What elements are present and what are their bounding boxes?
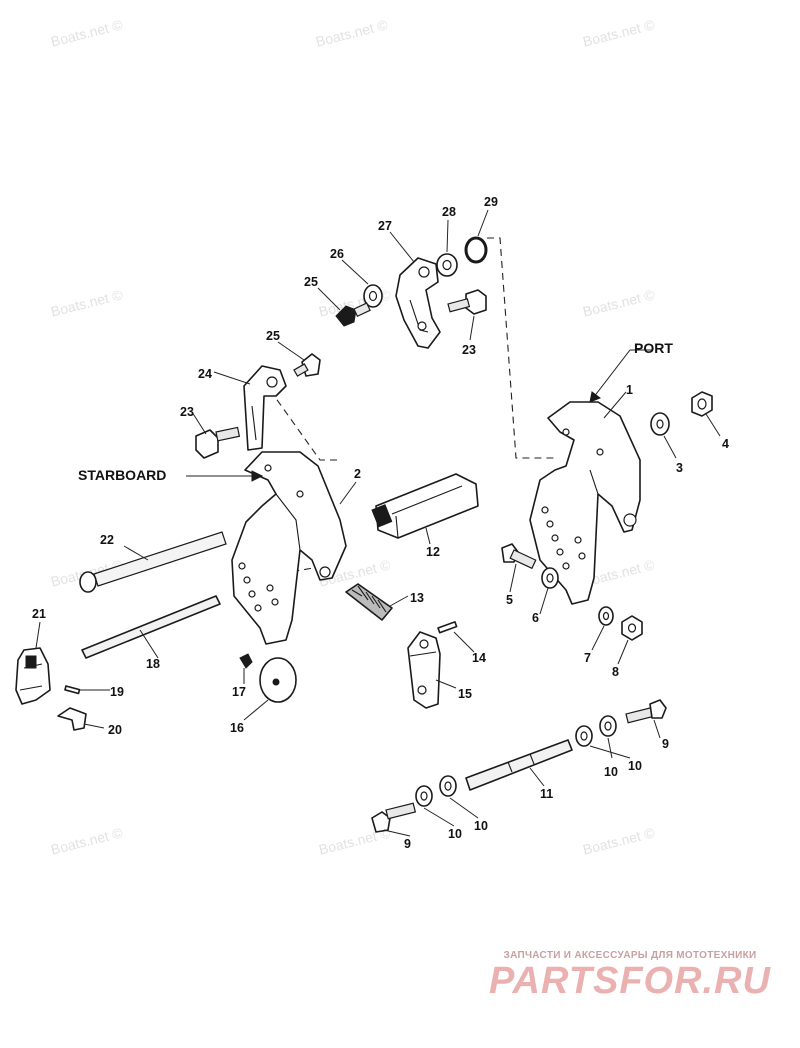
callout-20: 20 — [108, 723, 122, 737]
shoulder-bolt-23[interactable] — [447, 289, 487, 315]
pin-14[interactable] — [437, 621, 458, 634]
bolt-9[interactable] — [625, 699, 667, 724]
pin-19[interactable] — [64, 685, 81, 695]
shaft-18[interactable] — [81, 595, 221, 659]
callout-3: 3 — [676, 461, 683, 475]
spring-13[interactable] — [345, 583, 393, 621]
callout-12: 12 — [426, 545, 440, 559]
callout-22: 22 — [100, 533, 114, 547]
handle-bracket-21[interactable] — [15, 647, 51, 705]
screw-17[interactable] — [239, 653, 253, 669]
tilt-lever-15[interactable] — [407, 631, 441, 709]
clip-20[interactable] — [57, 707, 87, 731]
starboard-label: STARBOARD — [78, 467, 166, 483]
bolt-9[interactable] — [371, 802, 417, 833]
tilt-lock-plate-24[interactable] — [243, 365, 287, 451]
callout-9: 9 — [662, 737, 669, 751]
nut-8[interactable] — [621, 615, 643, 641]
shoulder-bolt-23[interactable] — [195, 426, 241, 459]
callout-11: 11 — [540, 787, 553, 801]
callout-16: 16 — [230, 721, 244, 735]
washer-28[interactable] — [436, 253, 458, 277]
callout-6: 6 — [532, 611, 539, 625]
nut-4[interactable] — [691, 391, 713, 417]
shaft-11[interactable] — [465, 739, 573, 791]
callout-14: 14 — [472, 651, 486, 665]
assembly-line — [487, 237, 555, 459]
assembly-line — [269, 389, 340, 461]
callout-10: 10 — [474, 819, 488, 833]
washer-6[interactable] — [541, 567, 559, 589]
washer-10[interactable] — [415, 785, 433, 807]
washer-10[interactable] — [575, 725, 593, 747]
callout-10: 10 — [448, 827, 462, 841]
callout-5: 5 — [506, 593, 513, 607]
callout-13: 13 — [410, 591, 424, 605]
bolt-5[interactable] — [501, 543, 537, 570]
callout-2: 2 — [354, 467, 361, 481]
callout-7: 7 — [584, 651, 591, 665]
tilt-block-12[interactable] — [371, 473, 479, 539]
callout-1: 1 — [626, 383, 633, 397]
disc-16[interactable] — [259, 657, 297, 703]
callout-26: 26 — [330, 247, 344, 261]
callout-10: 10 — [628, 759, 642, 773]
callout-15: 15 — [458, 687, 472, 701]
callout-17: 17 — [232, 685, 246, 699]
knob-screw-25[interactable] — [335, 302, 371, 327]
callout-28: 28 — [442, 205, 456, 219]
port-clamp-bracket-1[interactable] — [529, 401, 641, 605]
starboard-clamp-bracket-2[interactable] — [231, 451, 347, 645]
washer-3[interactable] — [650, 412, 670, 436]
callout-8: 8 — [612, 665, 619, 679]
logo-tagline: ЗАПЧАСТИ И АКСЕССУАРЫ ДЛЯ МОТОТЕХНИКИ — [503, 950, 757, 961]
callout-25: 25 — [304, 275, 318, 289]
washer-26[interactable] — [363, 284, 383, 308]
callout-24: 24 — [198, 367, 212, 381]
callout-21: 21 — [32, 607, 46, 621]
callout-10: 10 — [604, 765, 618, 779]
callout-18: 18 — [146, 657, 160, 671]
washer-10[interactable] — [599, 715, 617, 737]
port-label: PORT — [634, 340, 673, 356]
knob-screw-25[interactable] — [293, 353, 321, 377]
callout-27: 27 — [378, 219, 392, 233]
callout-19: 19 — [110, 685, 124, 699]
callout-23: 23 — [462, 343, 476, 357]
washer-7[interactable] — [598, 606, 614, 626]
partsfor-logo: ЗАПЧАСТИ И АКСЕССУАРЫ ДЛЯ МОТОТЕХНИКИ PA… — [480, 950, 780, 1001]
lock-lever-27[interactable] — [395, 257, 441, 349]
callout-4: 4 — [722, 437, 729, 451]
callout-29: 29 — [484, 195, 498, 209]
logo-brand: PARTSFOR.RU — [489, 960, 771, 1002]
callout-23: 23 — [180, 405, 194, 419]
callout-25: 25 — [266, 329, 280, 343]
washer-10[interactable] — [439, 775, 457, 797]
long-stud-22[interactable] — [79, 531, 227, 593]
retaining-ring-29[interactable] — [464, 236, 488, 264]
callout-9: 9 — [404, 837, 411, 851]
